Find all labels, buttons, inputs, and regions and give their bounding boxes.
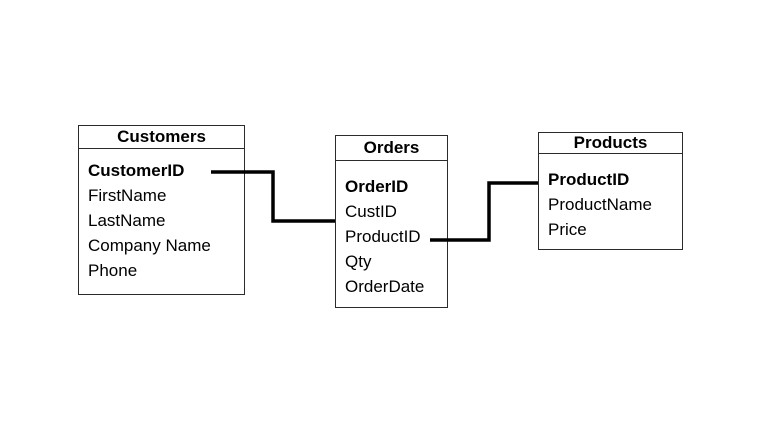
field-customers-phone: Phone [88,261,138,280]
table-products-title: Products [539,133,682,154]
field-customers-company-name: Company Name [88,236,211,255]
table-customers-fields: CustomerID FirstName LastName Company Na… [79,149,244,283]
table-orders: Orders OrderID CustID ProductID Qty Orde… [335,135,448,308]
field-products-price: Price [548,220,587,239]
field-orders-orderid: OrderID [345,177,409,196]
table-products-fields: ProductID ProductName Price [539,154,682,242]
field-customers-lastname: LastName [88,211,166,230]
field-orders-custid: CustID [345,202,397,221]
field-products-productname: ProductName [548,195,652,214]
table-orders-fields: OrderID CustID ProductID Qty OrderDate [336,161,447,299]
table-customers-title: Customers [79,126,244,149]
field-customers-firstname: FirstName [88,186,167,205]
field-orders-qty: Qty [345,252,372,271]
field-customers-customerid: CustomerID [88,161,185,180]
table-products: Products ProductID ProductName Price [538,132,683,250]
table-orders-title: Orders [336,136,447,161]
table-customers: Customers CustomerID FirstName LastName … [78,125,245,295]
field-orders-orderdate: OrderDate [345,277,425,296]
field-orders-productid: ProductID [345,227,421,246]
field-products-productid: ProductID [548,170,630,189]
